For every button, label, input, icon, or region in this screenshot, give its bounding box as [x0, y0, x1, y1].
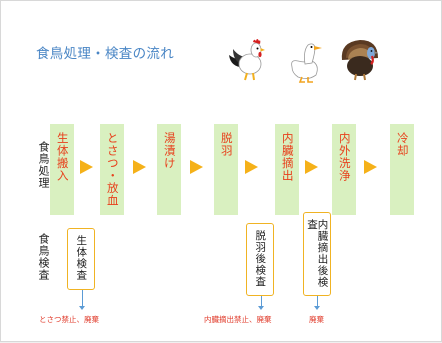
connector-line — [317, 296, 318, 307]
process-step-slaughter-bleeding: とさつ・放血 — [100, 124, 124, 215]
process-step-washing: 内外洗浄 — [332, 124, 356, 215]
flow-arrow — [190, 160, 203, 174]
connector-arrowhead — [79, 306, 85, 310]
inspection-box-post-evisceration: 内臓摘出後検査 — [303, 212, 331, 296]
flow-arrow — [305, 160, 318, 174]
disposition-note-evisceration: 廃棄 — [309, 315, 324, 324]
process-step-evisceration: 内臓摘出 — [275, 124, 299, 215]
disposition-note-defeathering: 内臓摘出禁止、廃棄 — [204, 315, 272, 324]
row-label-processing: 食鳥処理 — [37, 141, 50, 189]
diagram-title: 食鳥処理・検査の流れ — [36, 46, 174, 62]
process-step-chilling: 冷却 — [390, 124, 414, 215]
turkey-icon — [341, 40, 378, 81]
process-step-live-receiving: 生体搬入 — [50, 124, 74, 215]
connector-arrowhead — [258, 306, 264, 310]
flow-arrow — [80, 160, 93, 174]
duck-icon — [291, 43, 322, 83]
connector-line — [261, 296, 262, 307]
rooster-icon — [229, 39, 265, 81]
inspection-box-post-defeathering: 脱羽後検査 — [246, 223, 274, 296]
flow-arrow — [245, 160, 258, 174]
connector-arrowhead — [314, 306, 320, 310]
connector-line — [82, 290, 83, 307]
flow-arrow — [364, 160, 377, 174]
process-step-scalding: 湯漬け — [157, 124, 181, 215]
process-step-defeathering: 脱羽 — [214, 124, 238, 215]
disposition-note-live: とさつ禁止、廃棄 — [39, 315, 99, 324]
flow-arrow — [133, 160, 146, 174]
inspection-box-live: 生体検査 — [67, 228, 95, 290]
row-label-inspection: 食鳥検査 — [37, 233, 50, 281]
